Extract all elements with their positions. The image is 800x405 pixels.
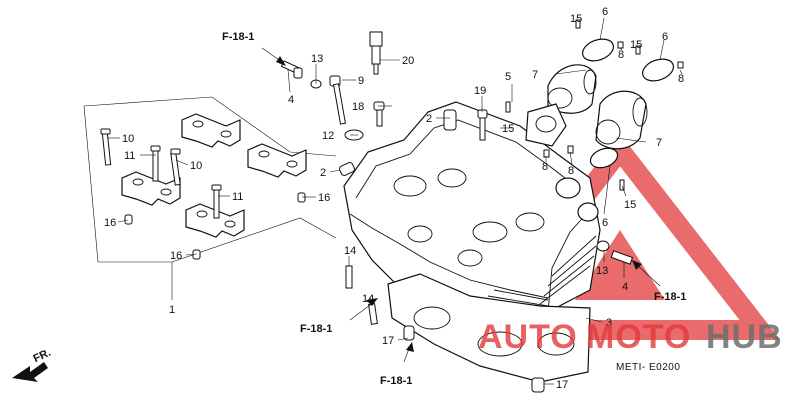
callout-7b: 7 — [656, 137, 662, 149]
callout-15a: 15 — [502, 123, 514, 135]
watermark-text: AUTO MOTO HUB — [478, 318, 783, 356]
callout-15d: 15 — [624, 199, 636, 211]
ref-label-right: F-18-1 — [654, 291, 686, 303]
watermark-auto: AUTO — [478, 318, 578, 356]
callout-4b: 4 — [622, 281, 628, 293]
callout-8a: 8 — [618, 49, 624, 61]
callout-15b: 15 — [570, 13, 582, 25]
callout-2a: 2 — [426, 113, 432, 125]
callout-19: 19 — [474, 85, 486, 97]
ref-label-mid-left: F-18-1 — [300, 323, 332, 335]
callout-8d: 8 — [568, 165, 574, 177]
callout-10a: 10 — [122, 133, 134, 145]
diagram-code: METI- E0200 — [616, 362, 680, 373]
callout-8c: 8 — [542, 161, 548, 173]
callout-20: 20 — [402, 55, 414, 67]
callout-10b: 10 — [190, 160, 202, 172]
callout-6b: 6 — [662, 31, 668, 43]
callout-1: 1 — [169, 304, 175, 316]
callout-4a: 4 — [288, 94, 294, 106]
watermark-hub: HUB — [706, 318, 783, 356]
ref-label-bottom: F-18-1 — [380, 375, 412, 387]
head-gasket — [387, 273, 591, 393]
callout-9: 9 — [358, 75, 364, 87]
leader-lines — [108, 17, 683, 385]
callout-8b: 8 — [678, 73, 684, 85]
ref-label-top: F-18-1 — [222, 31, 254, 43]
callout-16a: 16 — [104, 217, 116, 229]
reference-labels: F-18-1 F-18-1 F-18-1 F-18-1 — [222, 31, 686, 387]
rocker-arm-assembly — [83, 96, 337, 300]
callout-7a: 7 — [532, 69, 538, 81]
watermark-moto: MOTO — [586, 318, 691, 356]
callout-15c: 15 — [630, 39, 642, 51]
callout-14a: 14 — [344, 245, 356, 257]
callout-14b: 14 — [362, 293, 374, 305]
front-direction-label: FR. — [32, 347, 53, 365]
callout-16c: 16 — [170, 250, 182, 262]
callout-16b: 16 — [318, 192, 330, 204]
cylinder-head — [339, 101, 601, 313]
callout-3: 3 — [606, 317, 612, 329]
callout-11b: 11 — [232, 191, 243, 203]
callout-6c: 6 — [602, 217, 608, 229]
intake-insulators — [505, 19, 684, 191]
callout-13a: 13 — [311, 53, 323, 65]
reference-arrows — [261, 47, 661, 363]
callout-5: 5 — [505, 71, 511, 83]
callout-6a: 6 — [602, 6, 608, 18]
callout-13b: 13 — [596, 265, 608, 277]
callout-12: 12 — [322, 130, 334, 142]
callout-17b: 17 — [556, 379, 568, 391]
callout-17a: 17 — [382, 335, 394, 347]
callout-labels: 4 13 9 20 18 12 2 2 19 10 11 10 11 16 16… — [104, 6, 684, 391]
front-direction-arrow-icon — [12, 362, 48, 382]
callout-2b: 2 — [320, 167, 326, 179]
callout-11a: 11 — [124, 150, 135, 162]
callout-18: 18 — [352, 101, 364, 113]
studs-and-fasteners — [280, 31, 634, 325]
